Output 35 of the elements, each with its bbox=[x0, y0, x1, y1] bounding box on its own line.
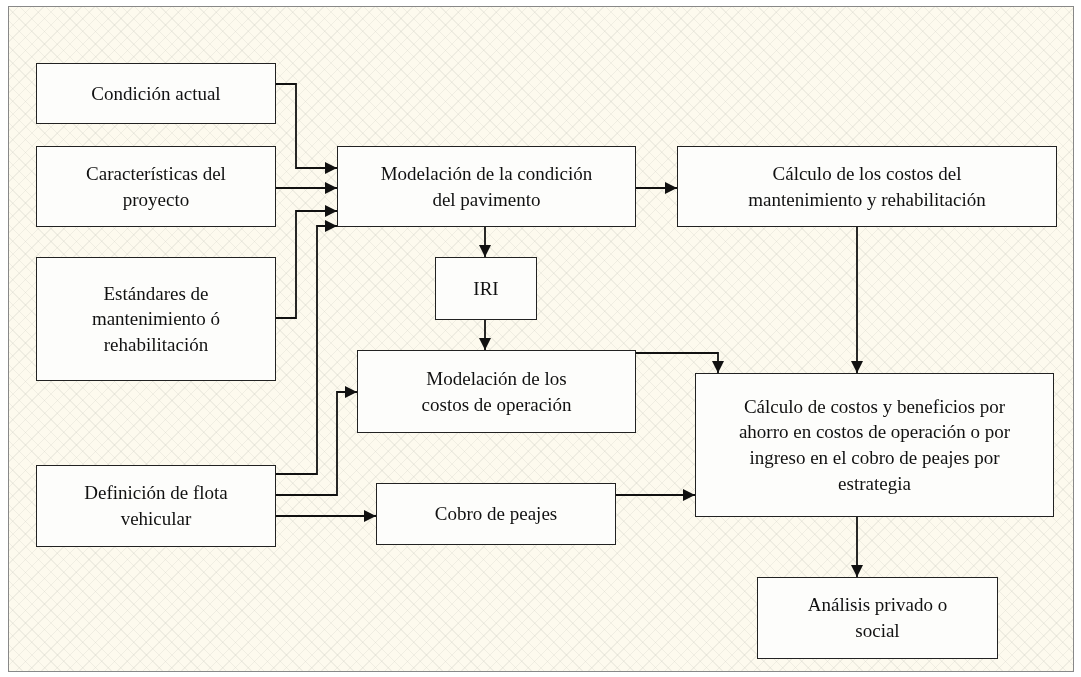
process-box bbox=[36, 257, 276, 381]
arrow bbox=[615, 489, 696, 501]
node-label: Cálculo de los costos del mantenimiento y rehabilitación bbox=[747, 161, 987, 212]
node-label: IRI bbox=[473, 276, 499, 301]
process-box bbox=[435, 257, 537, 320]
process-box bbox=[376, 483, 616, 545]
node-label: Análisis privado o social bbox=[806, 593, 949, 643]
node-label: Estándares de mantenimiento ó rehabilitación bbox=[90, 281, 222, 357]
arrow bbox=[275, 386, 358, 496]
arrow bbox=[635, 352, 724, 374]
arrow bbox=[275, 83, 338, 174]
node-label: Características del proyecto bbox=[85, 161, 227, 212]
arrow bbox=[275, 510, 377, 522]
arrow bbox=[275, 220, 338, 475]
process-box bbox=[757, 577, 998, 659]
process-box bbox=[677, 146, 1057, 227]
arrow bbox=[851, 226, 863, 374]
arrow bbox=[275, 182, 338, 194]
arrow bbox=[479, 226, 491, 258]
process-box bbox=[695, 373, 1054, 517]
node-label: Definición de flota vehicular bbox=[83, 481, 229, 531]
node-label: Cálculo de costos y beneficios por ahorro en costos de operación o por ingreso en el cobro de peajes por estrategia bbox=[738, 394, 1011, 496]
node-label: Modelación de los costos de operación bbox=[420, 366, 573, 417]
arrow bbox=[479, 319, 491, 351]
process-box bbox=[36, 63, 276, 124]
node-label: Condición actual bbox=[91, 81, 221, 106]
node-label: Modelación de la condición del pavimento bbox=[379, 161, 594, 212]
process-box bbox=[36, 146, 276, 227]
arrow bbox=[275, 205, 338, 319]
process-box bbox=[36, 465, 276, 547]
arrow bbox=[635, 182, 678, 194]
arrow bbox=[851, 516, 863, 578]
node-label: Cobro de peajes bbox=[434, 502, 558, 527]
process-box bbox=[357, 350, 636, 433]
process-box bbox=[337, 146, 636, 227]
